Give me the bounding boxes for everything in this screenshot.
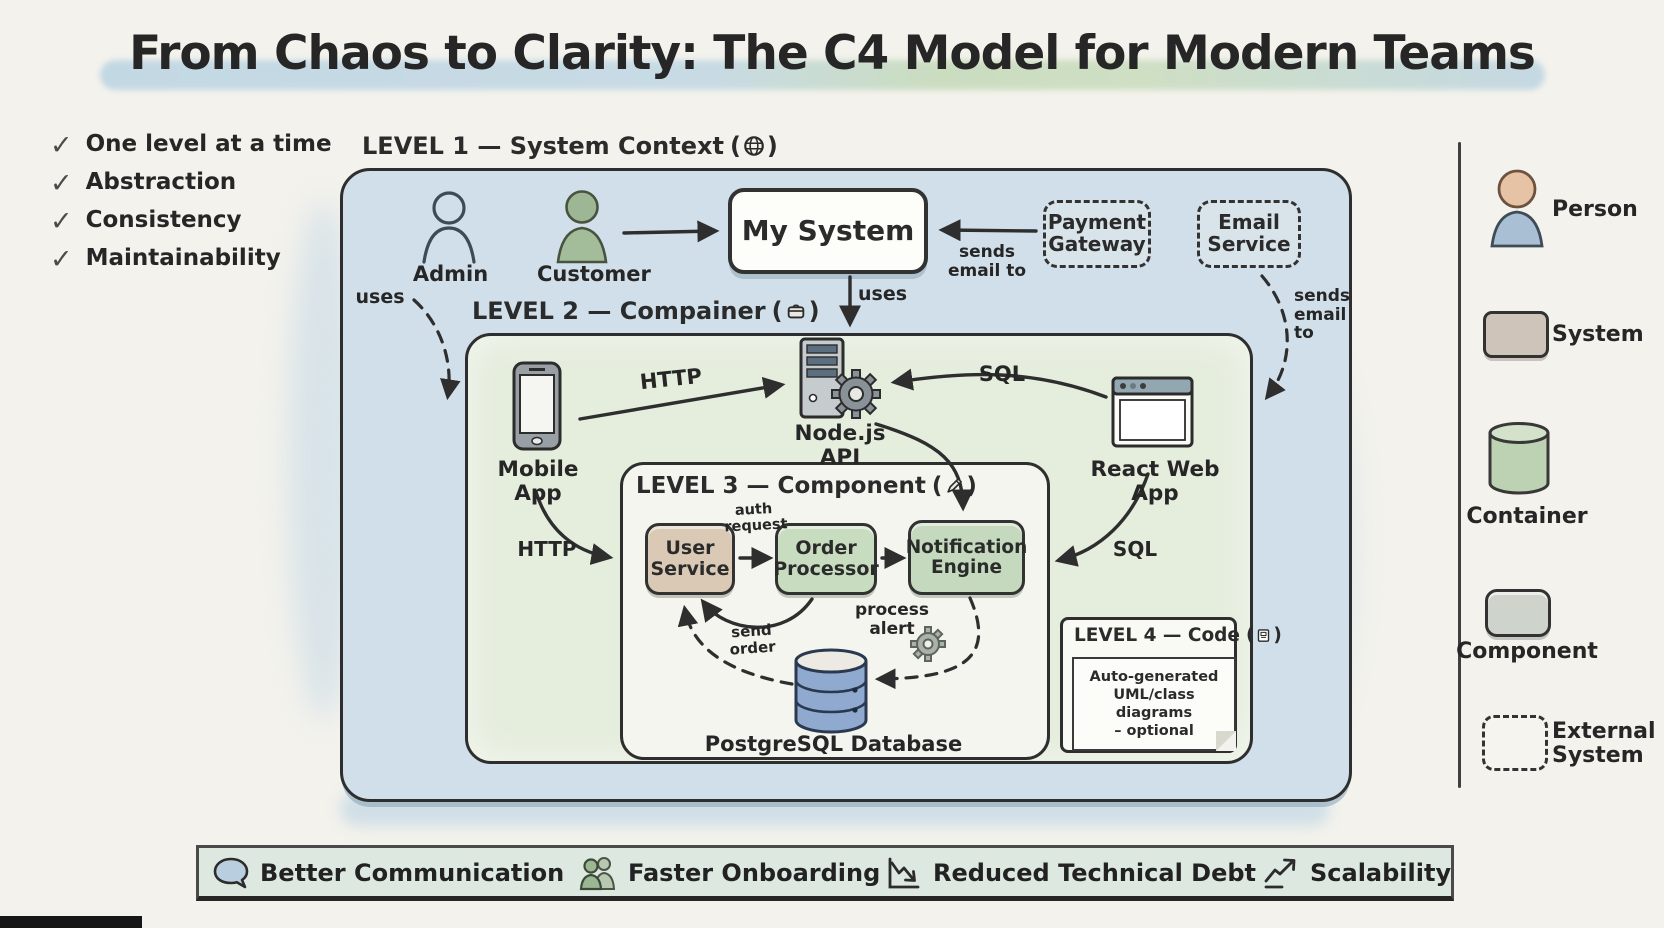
react-web-app-label: React Web App xyxy=(1090,457,1220,506)
mobile-app-label: Mobile App xyxy=(497,457,579,506)
package-icon xyxy=(772,297,820,325)
checklist-item: Maintainability xyxy=(85,245,281,272)
sql-side-label: SQL xyxy=(1112,537,1158,561)
level4-note: Auto-generated UML/class diagrams – opti… xyxy=(1072,657,1236,751)
level3-label: LEVEL 3 — Component xyxy=(636,473,977,499)
pencil-icon xyxy=(932,473,977,499)
chart-up-icon xyxy=(1264,858,1296,889)
level2-label: LEVEL 2 — Compainer xyxy=(472,297,820,325)
bottom-left-smudge xyxy=(0,916,142,928)
page-title: From Chaos to Clarity: The C4 Model for … xyxy=(129,26,1536,81)
level4-label: LEVEL 4 — Code xyxy=(1074,625,1282,646)
nodejs-api-label: Node.js API xyxy=(794,421,886,470)
gear xyxy=(831,369,881,419)
check-icon: ✓ xyxy=(50,205,73,237)
legend-container-label: Container xyxy=(1466,504,1588,529)
checklist-item: Consistency xyxy=(85,207,242,234)
checklist: ✓ One level at a time ✓ Abstraction ✓ Co… xyxy=(50,126,332,278)
legend-container-icon xyxy=(1488,422,1550,495)
payment-gateway-node: Payment Gateway xyxy=(1043,200,1151,268)
checklist-item: Abstraction xyxy=(85,169,237,196)
database-cylinder-icon xyxy=(794,648,868,734)
legend-system-label: System xyxy=(1552,322,1644,347)
server-gear-icon xyxy=(799,337,881,419)
legend-external-system-label: External System xyxy=(1552,719,1656,769)
benefit-label: Scalability xyxy=(1310,859,1452,887)
level4-note-text: Auto-generated UML/class diagrams – opti… xyxy=(1089,668,1219,740)
check-icon: ✓ xyxy=(50,129,73,161)
admin-person-icon xyxy=(422,191,476,264)
benefit-reduced-technical-debt: Reduced Technical Debt xyxy=(885,855,1256,891)
customer-label: Customer xyxy=(537,262,651,286)
benefit-better-communication: Better Communication xyxy=(212,855,564,891)
user-service-node: User Service xyxy=(645,523,735,595)
speech-bubble-icon xyxy=(213,857,249,889)
mobile-phone-icon xyxy=(512,361,562,451)
browser-window-icon xyxy=(1111,376,1194,448)
order-processor-node: Order Processor xyxy=(773,523,879,595)
postgresql-database-label: PostgreSQL Database xyxy=(704,732,963,756)
notification-engine-node: Notification Engine xyxy=(906,520,1027,595)
sends-email-to-label-right: sends email to xyxy=(1294,286,1351,344)
send-order-label: send order xyxy=(728,620,777,659)
globe-icon xyxy=(730,132,778,160)
paper-fold xyxy=(1216,731,1236,751)
benefit-label: Better Communication xyxy=(260,859,565,887)
chart-down-icon xyxy=(888,857,920,889)
auth-request-label: auth request xyxy=(723,501,788,536)
legend-person-icon xyxy=(1490,169,1544,248)
legend-system-shape xyxy=(1483,311,1549,358)
people-icon xyxy=(579,857,616,891)
legend-person-label: Person xyxy=(1552,197,1638,222)
legend-divider xyxy=(1458,142,1461,788)
benefit-label: Reduced Technical Debt xyxy=(933,859,1257,887)
email-service-node: Email Service xyxy=(1197,200,1301,268)
process-alert-label: process alert xyxy=(854,600,930,639)
benefit-label: Faster Onboarding xyxy=(628,859,881,887)
benefits-bar xyxy=(196,845,1454,901)
checklist-item: One level at a time xyxy=(85,131,332,158)
http-side-label: HTTP xyxy=(517,537,577,561)
customer-person-icon xyxy=(556,190,608,264)
uses-label-admin: uses xyxy=(355,286,405,308)
benefit-scalability: Scalability xyxy=(1262,855,1451,891)
uses-label-system: uses xyxy=(858,283,908,305)
check-icon: ✓ xyxy=(50,243,73,275)
my-system-node: My System xyxy=(728,188,928,274)
legend-external-system-shape xyxy=(1482,715,1548,771)
check-icon: ✓ xyxy=(50,167,73,199)
level1-label: LEVEL 1 — System Context xyxy=(362,132,778,160)
document-icon xyxy=(1246,625,1282,646)
sql-top-label: SQL xyxy=(978,362,1026,386)
legend-component-shape xyxy=(1485,589,1551,637)
benefit-faster-onboarding: Faster Onboarding xyxy=(578,855,880,891)
sends-email-to-label: sends email to xyxy=(947,242,1027,281)
admin-label: Admin xyxy=(412,262,489,286)
legend-component-label: Component xyxy=(1456,639,1598,664)
